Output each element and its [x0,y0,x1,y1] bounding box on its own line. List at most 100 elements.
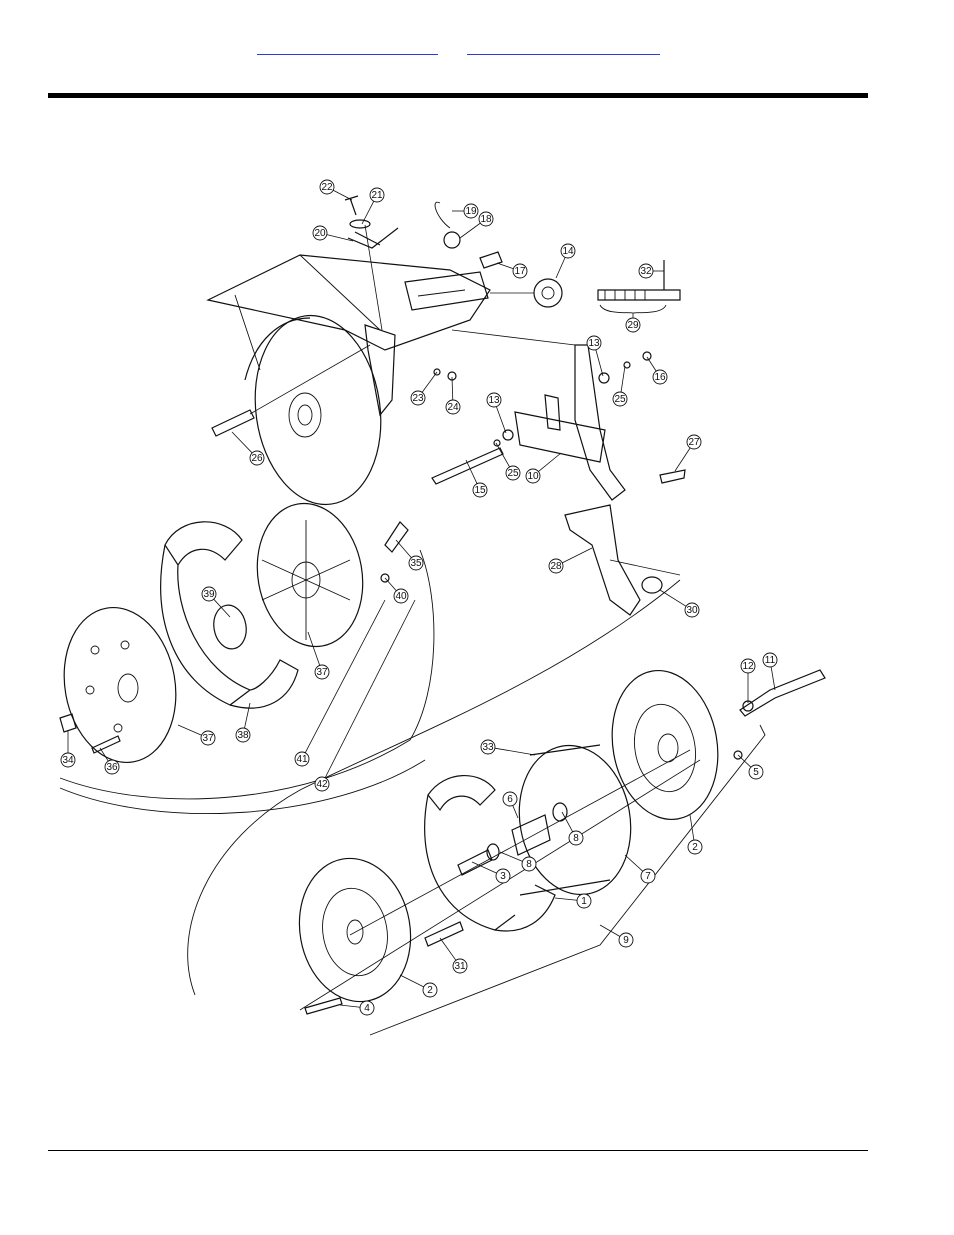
callout-c39: 39 [201,586,231,618]
callout-leader [421,371,438,393]
callout-circle [480,739,496,755]
callout-number: 17 [514,266,526,277]
callout-number: 11 [765,655,776,666]
callout-number: 25 [507,468,519,479]
callout-c10: 10 [525,452,562,484]
upper-wheel-assembly [59,502,435,815]
callout-circle [314,776,330,792]
callout-leader [599,924,621,937]
callout-number: 41 [296,754,308,765]
callout-c3: 3 [471,861,511,884]
callout-circle [762,652,778,668]
callout-circle [502,791,518,807]
callout-number: 40 [395,591,407,602]
callout-circle [640,868,656,884]
callout-circle [505,465,521,481]
callout-circle [369,187,385,203]
callout-number: 29 [627,320,639,331]
callout-circle [200,730,216,746]
callout-leader [465,459,478,484]
callout-number: 26 [251,453,263,464]
callout-number: 39 [203,589,215,600]
callout-leader [395,539,412,558]
callout-number: 36 [106,762,118,773]
callout-leader [307,631,321,666]
callout-circle [521,856,537,872]
callout-circle [410,390,426,406]
callout-circle [422,982,438,998]
callout-number: 20 [314,228,326,239]
callout-leader [451,376,454,401]
callout-leader [339,1004,361,1008]
callout-leader [213,598,231,618]
callout-c26: 26 [231,431,265,466]
callout-leader [384,577,397,592]
callout-leader [333,189,353,201]
callout-number: 33 [482,742,494,753]
callout-leader [499,851,523,862]
callout-circle [408,555,424,571]
callout-leader [538,452,562,472]
callout-c14: 14 [555,243,576,279]
callout-c30: 30 [659,589,700,618]
callout-number: 14 [562,246,574,257]
callout-circle [314,664,330,680]
callout-circle [445,399,461,415]
callout-c5: 5 [737,754,764,780]
header-link-2[interactable] [467,38,660,55]
callout-number: 12 [742,661,754,672]
callout-circle [638,263,654,279]
callout-leader [624,854,644,872]
callout-number: 8 [526,859,532,870]
callout-leader [471,861,497,874]
callout-c31: 31 [439,937,468,974]
callout-number: 22 [321,182,333,193]
callout-leader [231,431,253,454]
callout-leader [244,702,251,729]
callout-c24: 24 [445,376,461,415]
callout-leader [689,814,695,841]
callout-number: 7 [645,871,651,882]
callout-circle [463,203,479,219]
callout-leader [99,747,109,762]
callout-leader [361,201,375,225]
callout-c16: 16 [646,356,668,385]
callout-leader [659,589,687,607]
callout-number: 25 [614,394,626,405]
callout-c27: 27 [674,434,702,472]
callout-number: 13 [588,338,600,349]
callout-number: 21 [371,190,383,201]
callout-c7: 7 [624,854,656,884]
callout-c17: 17 [496,262,528,279]
callout-c37b: 37 [177,724,216,746]
callout-c8a: 8 [561,811,584,846]
callout-number: 32 [640,266,652,277]
callout-circle [525,468,541,484]
callout-leader [674,447,691,472]
callout-number: 37 [316,667,328,678]
callout-number: 42 [316,779,328,790]
callout-circle [452,958,468,974]
callout-circle [512,263,528,279]
callout-number: 2 [692,842,698,853]
callout-leader [770,666,776,691]
callout-number: 16 [654,372,666,383]
callout-number: 2 [427,985,433,996]
callout-c36: 36 [99,747,120,775]
callout-leader [439,937,457,961]
callout-c2a: 2 [687,814,703,855]
callout-circle [686,434,702,450]
callout-number: 3 [500,871,506,882]
callout-circle [687,839,703,855]
callout-number: 4 [364,1003,370,1014]
header-link-1[interactable] [257,38,438,55]
callout-circle [740,658,756,674]
callout-leader [494,747,536,756]
callout-c15: 15 [465,459,488,498]
callout-circle [478,211,494,227]
callout-leader [620,365,626,393]
callout-c6: 6 [502,791,519,819]
callout-circle [235,727,251,743]
small-hardware-top [344,195,503,331]
